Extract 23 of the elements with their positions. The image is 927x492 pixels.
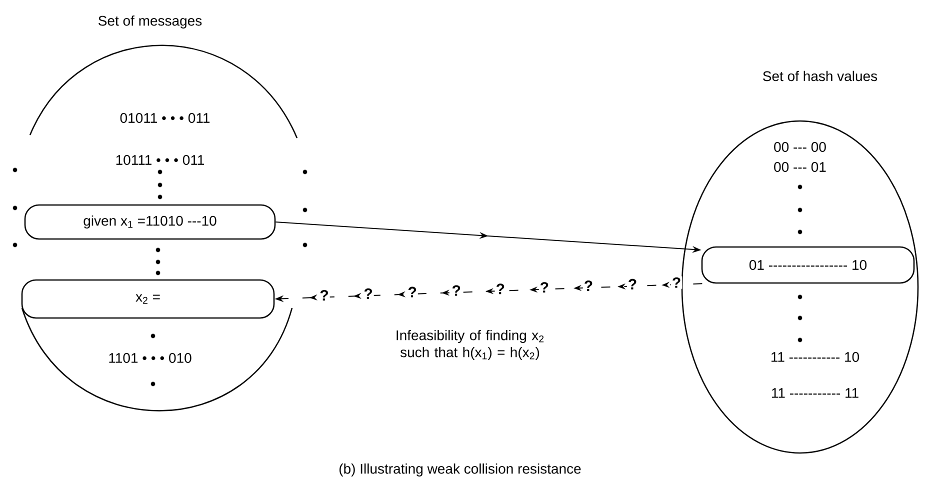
question-mark: ? <box>406 286 418 298</box>
bit-string: 10111 • • • 011 <box>116 155 204 165</box>
question-mark: ? <box>582 280 594 292</box>
bit-string: 00 --- 01 <box>774 162 826 172</box>
value-box: given x$_{1}$ =11010 ---10 <box>24 204 276 240</box>
bit-string: 00 --- 00 <box>774 142 826 152</box>
question-mark: ? <box>450 284 462 297</box>
question-mark: ? <box>494 282 506 296</box>
bit-string: 1101 • • • 010 <box>109 353 192 363</box>
bit-string: 11 ----------- 11 <box>772 388 858 398</box>
caption: (b) Illustrating weak collision resistance <box>339 463 581 476</box>
set-heading: Set of hash values <box>763 70 878 82</box>
bit-string: 01011 • • • 011 <box>120 113 210 123</box>
value-box: 01 ----------------- 10 <box>701 246 915 284</box>
question-mark: ? <box>670 276 682 289</box>
question-mark: ? <box>362 287 374 300</box>
question-mark: ? <box>538 281 550 294</box>
set-heading: Set of messages <box>98 15 202 28</box>
bit-string: 11 ----------- 10 <box>771 352 860 362</box>
note-text: Infeasibility of finding x$_{2}$ such that h(x$_{1}$) = h(x$_{2}$) <box>396 330 544 360</box>
question-mark: ? <box>626 278 638 290</box>
question-mark: ? <box>318 288 330 302</box>
value-box: x$_{2}$ = <box>21 279 275 319</box>
